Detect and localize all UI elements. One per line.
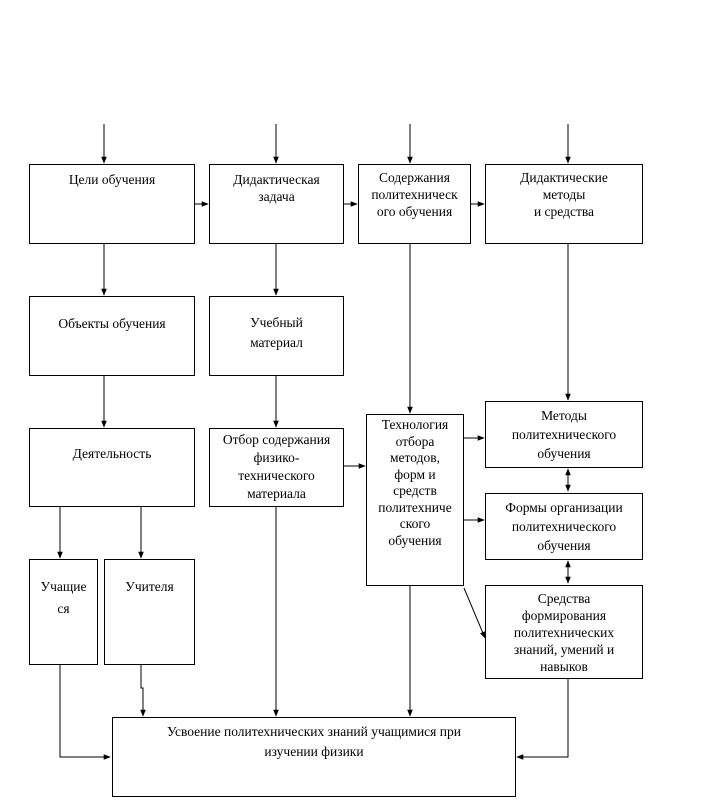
box-goals: Цели обучения	[29, 164, 195, 244]
box-material: Учебный материал	[209, 296, 344, 376]
label-selection: Отбор содержания физико- технического ма…	[222, 432, 331, 501]
box-objects: Объекты обучения	[29, 296, 195, 376]
box-didactic-task: Дидактическая задача	[209, 164, 344, 244]
label-forms: Формы организации политехнического обуче…	[505, 500, 623, 553]
label-means-formation: Средства формирования политехнических зн…	[513, 591, 615, 674]
box-selection: Отбор содержания физико- технического ма…	[209, 428, 344, 507]
label-poly-methods: Методы политехнического обучения	[511, 408, 617, 461]
label-methods-means: Дидактические методы и средства	[520, 170, 608, 219]
arrow-teachers-result	[140, 665, 146, 717]
label-students: Учащие ся	[40, 579, 87, 616]
label-teachers: Учителя	[125, 579, 174, 594]
label-material: Учебный материал	[250, 315, 303, 350]
label-goals: Цели обучения	[68, 172, 156, 187]
box-technology: Технология отбора методов, форм и средст…	[366, 414, 464, 586]
label-didactic-task: Дидактическая задача	[233, 172, 320, 204]
arrow-students-result	[59, 665, 111, 760]
box-poly-methods: Методы политехнического обучения	[485, 401, 643, 468]
box-forms: Формы организации политехнического обуче…	[485, 493, 643, 560]
label-result: Усвоение политехнических знаний учащимис…	[167, 724, 461, 759]
arrow-technology-means	[463, 587, 486, 639]
box-means-formation: Средства формирования политехнических зн…	[485, 585, 643, 679]
label-technology: Технология отбора методов, форм и средст…	[378, 417, 452, 548]
arrow-means-result	[516, 679, 569, 760]
label-activity: Деятельность	[72, 446, 152, 461]
box-result: Усвоение политехнических знаний учащимис…	[112, 717, 516, 797]
box-content: Содержания политехническ ого обучения	[358, 164, 471, 244]
box-teachers: Учителя	[104, 559, 195, 665]
box-activity: Деятельность	[29, 428, 195, 507]
box-students: Учащие ся	[29, 559, 98, 665]
label-objects: Объекты обучения	[58, 316, 166, 331]
label-content: Содержания политехническ ого обучения	[371, 170, 458, 219]
box-methods-means: Дидактические методы и средства	[485, 164, 643, 244]
